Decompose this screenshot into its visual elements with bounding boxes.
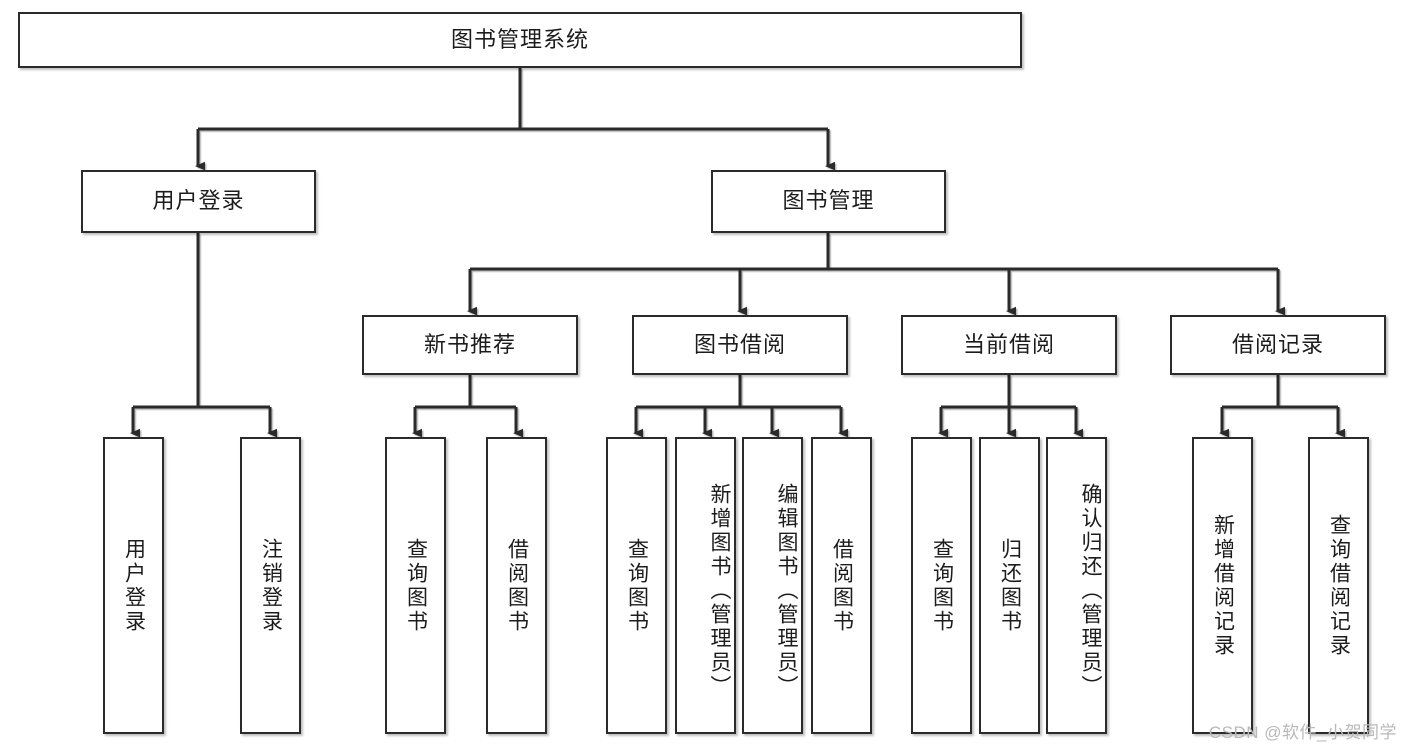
leaf-book-borrow-edit-label: 编辑图书（管理员） (775, 482, 798, 699)
leaf-user-login-logout[interactable]: 注销登录 (240, 437, 301, 734)
node-new-book-recommend-label: 新书推荐 (423, 331, 516, 357)
leaf-borrow-record-query-label: 查询借阅记录 (1327, 513, 1351, 658)
node-book-manage-label: 图书管理 (782, 188, 875, 214)
leaf-user-login-logout-label: 注销登录 (259, 537, 283, 634)
node-user-login[interactable]: 用户登录 (81, 170, 316, 233)
leaf-book-borrow-query[interactable]: 查询图书 (606, 437, 667, 734)
leaf-current-borrow-return-label: 归还图书 (998, 537, 1022, 634)
leaf-current-borrow-confirm-label: 确认归还（管理员） (1079, 482, 1102, 699)
leaf-borrow-record-add-label: 新增借阅记录 (1211, 513, 1235, 658)
leaf-borrow-record-add[interactable]: 新增借阅记录 (1192, 437, 1253, 734)
leaf-current-borrow-return[interactable]: 归还图书 (979, 437, 1040, 734)
watermark-text: CSDN @软件_小贺同学 (1208, 723, 1397, 742)
node-book-manage[interactable]: 图书管理 (711, 170, 946, 233)
leaf-book-borrow-query-label: 查询图书 (625, 537, 649, 634)
node-user-login-label: 用户登录 (152, 188, 245, 214)
leaf-new-book-query[interactable]: 查询图书 (385, 437, 446, 734)
node-new-book-recommend[interactable]: 新书推荐 (362, 315, 578, 375)
leaf-new-book-borrow-label: 借阅图书 (505, 537, 529, 634)
leaf-book-borrow-borrow-label: 借阅图书 (830, 537, 854, 634)
leaf-book-borrow-borrow[interactable]: 借阅图书 (811, 437, 872, 734)
node-current-borrow[interactable]: 当前借阅 (901, 315, 1117, 375)
node-book-borrow[interactable]: 图书借阅 (632, 315, 848, 375)
leaf-current-borrow-query[interactable]: 查询图书 (911, 437, 972, 734)
leaf-book-borrow-edit[interactable]: 编辑图书（管理员） (742, 437, 803, 734)
leaf-user-login-login[interactable]: 用户登录 (103, 437, 164, 734)
leaf-current-borrow-confirm[interactable]: 确认归还（管理员） (1046, 437, 1107, 734)
leaf-user-login-login-label: 用户登录 (122, 537, 146, 634)
leaf-new-book-borrow[interactable]: 借阅图书 (486, 437, 547, 734)
leaf-book-borrow-add-label: 新增图书（管理员） (708, 482, 731, 699)
leaf-borrow-record-query[interactable]: 查询借阅记录 (1308, 437, 1369, 734)
leaf-book-borrow-add[interactable]: 新增图书（管理员） (675, 437, 736, 734)
leaf-new-book-query-label: 查询图书 (404, 537, 428, 634)
node-borrow-record[interactable]: 借阅记录 (1170, 315, 1386, 375)
leaf-current-borrow-query-label: 查询图书 (930, 537, 954, 634)
node-current-borrow-label: 当前借阅 (962, 331, 1055, 357)
node-book-borrow-label: 图书借阅 (693, 331, 786, 357)
node-borrow-record-label: 借阅记录 (1231, 331, 1324, 357)
node-root[interactable]: 图书管理系统 (18, 12, 1022, 68)
node-root-label: 图书管理系统 (450, 26, 589, 52)
